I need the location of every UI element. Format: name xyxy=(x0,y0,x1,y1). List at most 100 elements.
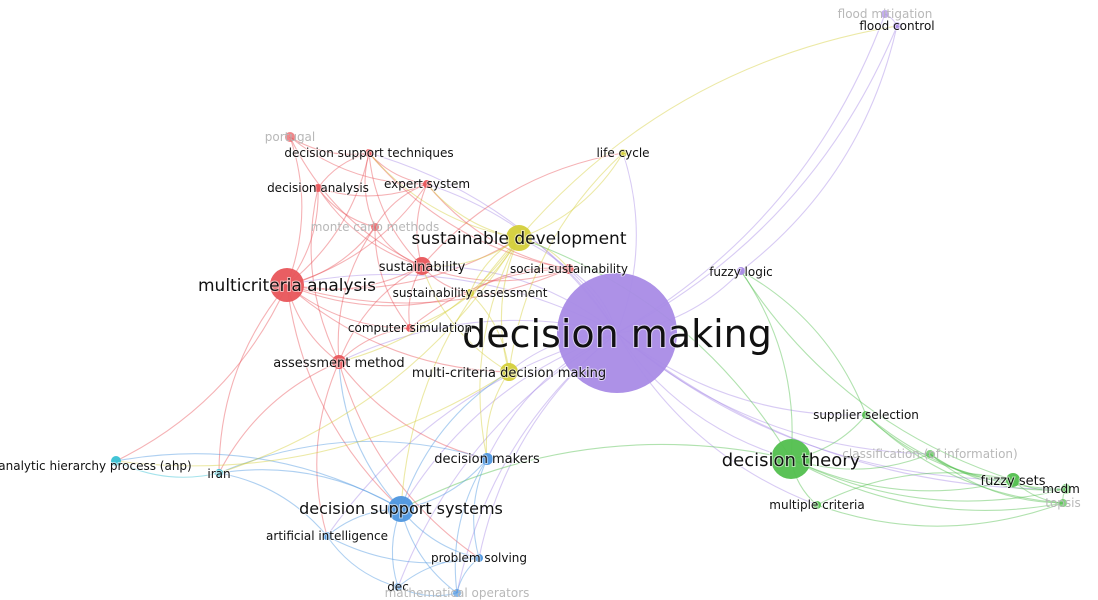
link-decision-analysis-assessment-method xyxy=(310,187,340,363)
label-decision-support-systems: decision support systems xyxy=(299,499,503,518)
node-decision-support-techniques[interactable] xyxy=(365,149,373,157)
link-multi-criteria-decision-making-decision-support-systems xyxy=(400,371,510,510)
node-supplier-selection[interactable] xyxy=(862,411,870,419)
label-sustainability: sustainability xyxy=(379,260,466,275)
label-multiple-criteria: multiple criteria xyxy=(769,498,864,512)
node-fuzzy-logic[interactable] xyxy=(737,267,745,275)
link-assessment-method-artificial-intelligence xyxy=(316,361,340,537)
link-monte-carlo-methods-computer-simulation xyxy=(374,226,411,329)
label-flood-control: flood control xyxy=(859,19,934,33)
node-decision-makers[interactable] xyxy=(481,453,493,465)
link-assessment-method-iran xyxy=(218,361,340,474)
link-monte-carlo-methods-assessment-method xyxy=(337,226,376,363)
link-supplier-selection-fuzzy-sets xyxy=(865,414,1014,481)
node-expert-system[interactable] xyxy=(423,180,431,188)
node-sustainable-development[interactable] xyxy=(506,225,532,251)
link-artificial-intelligence-dec xyxy=(326,535,399,588)
label-fuzzy-logic: fuzzy logic xyxy=(709,265,773,279)
node-sustainability-assessment[interactable] xyxy=(466,289,474,297)
node-multi-criteria-decision-making[interactable] xyxy=(500,363,518,381)
node-problem-solving[interactable] xyxy=(475,554,483,562)
node-portugal[interactable] xyxy=(285,132,295,142)
link-decision-makers-iran xyxy=(218,440,488,474)
link-sustainability-social-sustainability xyxy=(421,265,570,282)
label-artificial-intelligence: artificial intelligence xyxy=(266,529,388,543)
link-assessment-method-problem-solving xyxy=(338,361,480,559)
node-multiple-criteria[interactable] xyxy=(813,501,821,509)
link-multicriteria-analysis-sustainable-development xyxy=(286,237,520,290)
node-iran[interactable] xyxy=(215,469,223,477)
link-computer-simulation-assessment-method xyxy=(338,327,411,363)
link-fuzzy-logic-fuzzy-sets xyxy=(740,270,1014,481)
link-supplier-selection-fuzzy-logic xyxy=(740,270,867,416)
link-decision-support-systems-iran xyxy=(218,469,402,510)
label-decision-support-techniques: decision support techniques xyxy=(284,146,453,160)
link-artificial-intelligence-problem-solving xyxy=(326,535,480,564)
node-classification-of-information[interactable] xyxy=(926,450,934,458)
node-decision-support-systems[interactable] xyxy=(388,496,414,522)
label-iran: iran xyxy=(207,467,230,481)
link-fuzzy-sets-multiple-criteria xyxy=(816,472,1014,506)
link-portugal-expert-system xyxy=(289,136,428,185)
label-mathematical-operators: mathematical operators xyxy=(385,586,530,600)
link-multicriteria-analysis-multi-criteria-decision-making xyxy=(286,284,510,373)
label-analytic-hierarchy-process: analytic hierarchy process (ahp) xyxy=(0,459,192,473)
node-topsis[interactable] xyxy=(1059,499,1067,507)
node-dec[interactable] xyxy=(394,583,402,591)
node-flood-mitigation[interactable] xyxy=(881,10,889,18)
node-analytic-hierarchy-process[interactable] xyxy=(111,456,121,466)
label-life-cycle: life cycle xyxy=(596,146,649,160)
link-analytic-hierarchy-process-iran xyxy=(115,460,220,478)
link-multi-criteria-decision-making-sustainability-assessment xyxy=(469,292,510,373)
link-supplier-selection-topsis xyxy=(865,414,1064,504)
label-decision-theory: decision theory xyxy=(722,450,861,471)
link-assessment-method-decision-makers xyxy=(338,361,488,460)
node-social-sustainability[interactable] xyxy=(564,264,574,274)
label-computer-simulation: computer simulation xyxy=(348,321,472,335)
node-decision-theory[interactable] xyxy=(771,439,811,479)
link-multicriteria-analysis-expert-system xyxy=(286,183,428,286)
node-computer-simulation[interactable] xyxy=(406,324,414,332)
node-life-cycle[interactable] xyxy=(619,149,627,157)
link-decision-support-techniques-sustainable-development xyxy=(368,152,520,239)
link-supplier-selection-mcdm xyxy=(865,414,1067,490)
link-multicriteria-analysis-social-sustainability xyxy=(286,268,570,304)
node-decision-making[interactable] xyxy=(557,273,677,393)
label-portugal: portugal xyxy=(265,130,316,144)
node-multicriteria-analysis[interactable] xyxy=(270,268,304,302)
label-supplier-selection: supplier selection xyxy=(813,408,919,422)
link-decision-support-systems-analytic-hierarchy-process xyxy=(115,453,402,510)
link-analytic-hierarchy-process-multi-criteria-decision-making xyxy=(115,371,510,467)
label-fuzzy-sets: fuzzy sets xyxy=(981,474,1046,489)
nodes-layer xyxy=(111,10,1071,597)
link-decision-theory-fuzzy-logic xyxy=(740,270,793,460)
link-classification-of-information-mcdm xyxy=(929,453,1067,491)
link-decision-makers-problem-solving xyxy=(473,458,488,559)
link-decision-support-techniques-sustainability xyxy=(368,152,423,267)
label-classification-of-information: classification (of information) xyxy=(842,447,1017,461)
node-mathematical-operators[interactable] xyxy=(453,589,461,597)
link-social-sustainability-computer-simulation xyxy=(409,268,570,329)
label-decision-analysis: decision analysis xyxy=(267,181,369,195)
link-decision-analysis-expert-system xyxy=(317,183,428,197)
link-sustainable-development-decision-support-systems xyxy=(400,237,520,510)
link-decision-analysis-monte-carlo-methods xyxy=(317,187,376,228)
node-assessment-method[interactable] xyxy=(332,355,346,369)
link-decision-analysis-sustainability xyxy=(317,187,423,267)
node-fuzzy-sets[interactable] xyxy=(1006,473,1020,487)
link-life-cycle-multi-criteria-decision-making xyxy=(508,152,624,373)
link-multicriteria-analysis-decision-support-systems xyxy=(286,284,402,510)
node-artificial-intelligence[interactable] xyxy=(323,532,331,540)
link-problem-solving-dec xyxy=(397,557,480,588)
node-mcdm[interactable] xyxy=(1061,484,1071,494)
link-expert-system-monte-carlo-methods xyxy=(374,183,428,228)
node-monte-carlo-methods[interactable] xyxy=(371,223,379,231)
link-decision-makers-mathematical-operators xyxy=(454,458,488,594)
link-decision-making-flood-control xyxy=(616,25,898,334)
node-sustainability[interactable] xyxy=(413,257,431,275)
node-decision-analysis[interactable] xyxy=(314,184,322,192)
label-sustainability-assessment: sustainability assessment xyxy=(393,286,548,300)
link-sustainable-development-multi-criteria-decision-making xyxy=(500,237,520,373)
node-flood-control[interactable] xyxy=(893,22,901,30)
